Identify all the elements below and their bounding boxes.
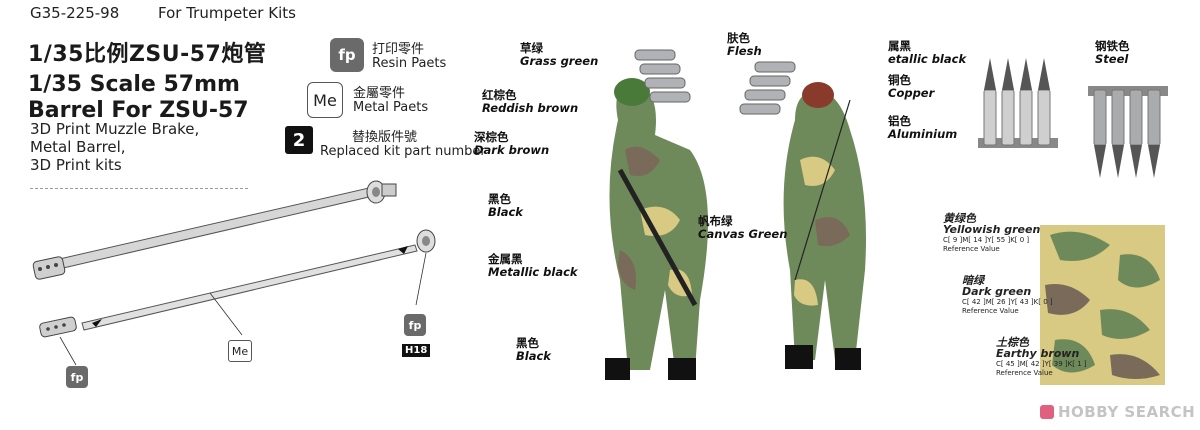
label-en: Steel [1095,52,1129,66]
color-zh: 暗绿 [962,274,984,287]
label-en: Black [488,205,523,219]
label-en: Copper [888,86,935,100]
separator-line [30,188,248,189]
color-zh: 黄绿色 [943,212,976,225]
color-cmyk: C[ 42 ]M[ 26 ]Y[ 43 ]K[ 0 ] [962,298,1053,306]
color-en: Dark green [962,285,1032,298]
kit-part-number: H18 [402,344,431,357]
title-en-2: Barrel For ZSU-57 [28,98,249,123]
legend-resin-zh: 打印零件 [372,42,425,57]
color-zh: 土棕色 [996,336,1029,349]
watermark-text: HOBBY SEARCH [1058,403,1196,421]
label-zh: 铝色 [888,114,911,128]
resin-part-tag: fp [66,366,88,388]
label-metallic-black: 金属黑 Metallic black [488,253,578,279]
label-zh: 钢铁色 [1095,39,1130,53]
resin-part-tag: fp [404,314,426,336]
label-zh: 属黑 [888,39,911,53]
camo-yellowish-green: 黄绿色 Yellowish green C[ 9 ]M[ 14 ]Y[ 55 ]… [943,212,1041,254]
label-zh: 黑色 [516,336,539,350]
leader-line [209,292,243,336]
color-ref: Reference Value [962,307,1019,315]
soldier-figures-drawing [605,49,866,380]
metal-part-icon: Me [307,82,343,118]
replaced-part-icon: 2 [285,126,313,154]
color-cmyk: C[ 9 ]M[ 14 ]Y[ 55 ]K[ 0 ] [943,236,1030,244]
label-zh: 帆布绿 [698,214,733,228]
label-ammo-aluminium: 铝色 Aluminium [888,115,957,141]
label-en: Metallic black [488,265,578,279]
label-zh: 肤色 [727,31,750,45]
legend-resin-en: Resin Paets [372,56,447,71]
label-zh: 黑色 [488,192,511,206]
leader-line [59,336,77,366]
label-en: Flesh [727,44,762,58]
barrel-upper [32,180,397,280]
legend-replaced-zh: 替換版件號 [352,130,418,145]
label-dark-brown: 深棕色 Dark brown [474,131,549,157]
barrel-assembly-drawing [32,180,436,366]
barrel-lower [39,229,436,338]
color-en: Yellowish green [943,223,1041,236]
ammo-clip-right [1088,86,1168,178]
label-black-2: 黑色 Black [516,337,551,363]
label-zh: 红棕色 [482,88,517,102]
camo-dark-green: 暗绿 Dark green C[ 42 ]M[ 26 ]Y[ 43 ]K[ 0 … [962,274,1053,316]
label-en: Reddish brown [482,101,579,115]
label-en: Dark brown [474,143,550,157]
description: 3D Print Muzzle Brake, Metal Barrel, 3D … [30,120,200,174]
camo-swatch [1040,225,1165,385]
label-en: Black [516,349,551,363]
label-canvas-green: 帆布绿 Canvas Green [698,215,787,241]
resin-part-icon: fp [330,38,364,72]
ammo-clips-drawing [978,58,1168,178]
title-zh: 1/35比例ZSU-57炮管 [28,42,267,67]
color-cmyk: C[ 45 ]M[ 42 ]Y[ 39 ]K[ 1 ] [996,360,1087,368]
camo-earthy-brown: 土棕色 Earthy brown C[ 45 ]M[ 42 ]Y[ 39 ]K[… [996,336,1087,378]
label-zh: 深棕色 [474,130,509,144]
product-code: G35-225-98 [30,4,120,22]
label-reddish-brown: 红棕色 Reddish brown [482,89,578,115]
for-kits-label: For Trumpeter Kits [158,4,296,22]
label-grass-green: 草绿 Grass green [520,42,598,68]
soldier-figure-left [605,49,708,380]
color-ref: Reference Value [943,245,1000,253]
label-black-1: 黑色 Black [488,193,523,219]
label-ammo-steel: 钢铁色 Steel [1095,40,1130,66]
label-flesh: 肤色 Flesh [727,32,762,58]
title-en-1: 1/35 Scale 57mm [28,72,240,97]
hobby-search-logo-icon [1040,405,1054,419]
watermark: HOBBY SEARCH [1040,403,1195,421]
legend-metal-en: Metal Paets [353,100,429,115]
ammo-clip-left [978,58,1058,148]
label-en: etallic black [888,52,967,66]
label-en: Grass green [520,54,599,68]
label-zh: 草绿 [520,41,543,55]
leader-line [415,252,427,306]
soldier-figure-right [739,61,866,370]
label-zh: 铜色 [888,73,911,87]
legend-metal-zh: 金屬零件 [353,86,406,101]
legend-replaced-en: Replaced kit part number [320,144,486,159]
metal-part-tag: Me [228,340,252,362]
label-en: Canvas Green [698,227,788,241]
label-zh: 金属黑 [488,252,523,266]
color-ref: Reference Value [996,369,1053,377]
label-ammo-copper: 铜色 Copper [888,74,934,100]
label-ammo-metallic-black: 属黑 etallic black [888,40,966,66]
label-en: Aluminium [888,127,958,141]
color-en: Earthy brown [996,347,1080,360]
